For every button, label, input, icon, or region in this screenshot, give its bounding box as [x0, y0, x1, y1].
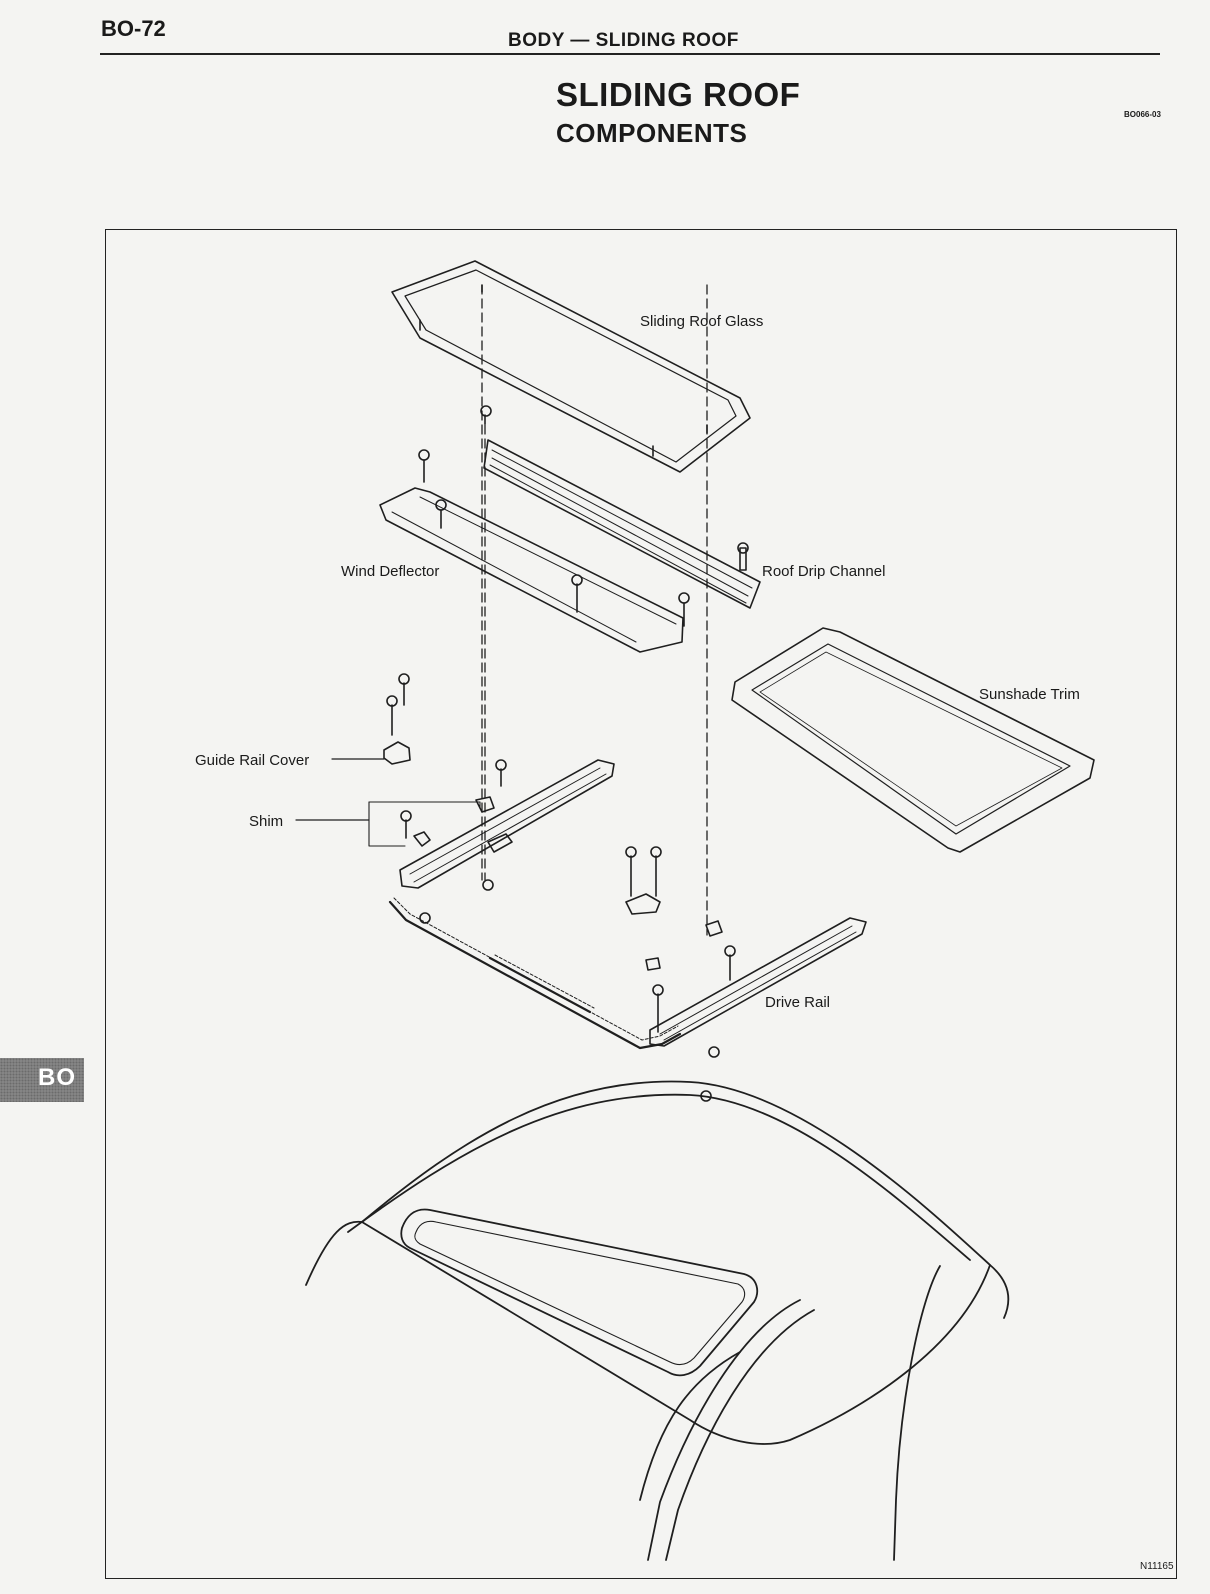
label-roof-drip-channel: Roof Drip Channel	[762, 563, 886, 580]
section-tab	[0, 1058, 84, 1102]
label-wind-deflector: Wind Deflector	[341, 563, 440, 580]
page-subtitle: COMPONENTS	[556, 118, 748, 148]
document-code: BO066-03	[1124, 110, 1161, 119]
page-title: SLIDING ROOF	[556, 76, 801, 113]
drive-cable	[388, 897, 682, 1050]
guide-rail-cover-group	[295, 673, 507, 847]
label-sliding-roof-glass: Sliding Roof Glass	[640, 313, 764, 330]
center-bracket	[625, 846, 662, 915]
drive-rail	[645, 917, 867, 1102]
section-title: BODY — SLIDING ROOF	[508, 30, 739, 51]
assembly-lines	[481, 284, 708, 936]
section-tab-label: BO	[38, 1064, 76, 1091]
page-number: BO-72	[101, 16, 166, 41]
diagram-frame	[105, 229, 1177, 1579]
label-sunshade-trim: Sunshade Trim	[979, 686, 1080, 703]
sliding-roof-glass	[391, 260, 751, 473]
roof-drip-channel	[483, 439, 761, 609]
label-guide-rail-cover: Guide Rail Cover	[195, 752, 310, 769]
figure-number: N11165	[1140, 1561, 1174, 1572]
label-drive-rail: Drive Rail	[765, 994, 831, 1011]
header-rule	[100, 53, 1160, 55]
car-roof-outline	[305, 1080, 1010, 1561]
left-guide-rail	[399, 759, 615, 891]
sunshade-trim	[731, 627, 1095, 853]
label-shim: Shim	[249, 813, 284, 830]
wind-deflector	[379, 405, 690, 653]
